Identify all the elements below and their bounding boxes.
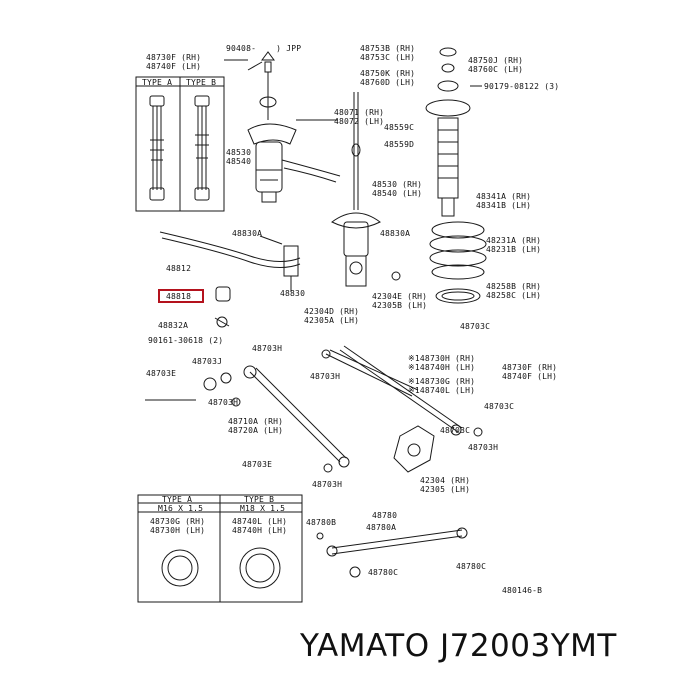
- label-48750j: 48750J (RH): [468, 56, 524, 65]
- right-strut-assembly: [331, 92, 401, 287]
- label-48740h: 48740H (LH): [232, 526, 288, 535]
- label-48258b: 48258B (RH): [486, 282, 542, 291]
- label-48703c-1: 48703C: [460, 322, 491, 331]
- brand-part-number: YAMATO J72003YMT: [300, 628, 617, 664]
- label-48740f-right: 48740F (LH): [502, 372, 558, 381]
- label-148730g: ※148730G (RH): [408, 377, 476, 386]
- label-48703e: 48703E: [146, 369, 177, 378]
- label-48710a: 48710A (RH): [228, 417, 284, 426]
- label-42304: 42304 (RH): [420, 476, 471, 485]
- label-48703h-1: 48703H: [252, 344, 283, 353]
- label-48071: 48071 (RH): [334, 108, 385, 117]
- label-90408: 90408- ) JPP: [226, 44, 302, 53]
- label-48730g: 48730G (RH): [150, 517, 206, 526]
- label-48258c: 48258C (LH): [486, 291, 542, 300]
- label-42305a: 42305A (LH): [304, 316, 360, 325]
- label-48780c-right: 48780C: [456, 562, 487, 571]
- label-48730h: 48730H (LH): [150, 526, 206, 535]
- label-48780b: 48780B: [306, 518, 337, 527]
- label-type-a: TYPE A: [162, 495, 193, 504]
- label-148740l: ※148740L (LH): [408, 386, 476, 395]
- label-48540-lh: 48540 (LH): [372, 189, 423, 198]
- label-type-b-top: TYPE B: [186, 78, 217, 87]
- type-ab-box-bottom: [137, 494, 303, 603]
- label-48530: 48530: [226, 148, 252, 157]
- label-48231a: 48231A (RH): [486, 236, 542, 245]
- type-ab-box-top: [135, 59, 248, 212]
- label-48720a: 48720A (LH): [228, 426, 284, 435]
- label-type-a-top: TYPE A: [142, 78, 173, 87]
- label-48780: 48780: [372, 511, 398, 520]
- spring-assembly: [425, 47, 487, 304]
- label-48830a-right: 48830A: [380, 229, 411, 238]
- label-48703e-2: 48703E: [242, 460, 273, 469]
- label-m16: M16 X 1.5: [158, 504, 204, 513]
- label-m18: M18 X 1.5: [240, 504, 286, 513]
- label-48740f: 48740F (LH): [146, 62, 202, 71]
- label-48703h-5: 48703H: [312, 480, 343, 489]
- label-48703h-4: 48703H: [468, 443, 499, 452]
- label-148740h: ※148740H (LH): [408, 363, 476, 372]
- label-42304d: 42304D (RH): [304, 307, 360, 316]
- label-42305b: 42305B (LH): [372, 301, 428, 310]
- label-48231b: 48231B (LH): [486, 245, 542, 254]
- label-480146-b: 480146-B: [502, 586, 543, 595]
- label-48750k: 48750K (RH): [360, 69, 416, 78]
- label-48753c: 48753C (LH): [360, 53, 416, 62]
- label-48540: 48540: [226, 157, 252, 166]
- label-48818: 48818: [166, 292, 192, 301]
- highlight-box-48818: [158, 289, 204, 303]
- label-48760d: 48760D (LH): [360, 78, 416, 87]
- label-48072: 48072 (LH): [334, 117, 385, 126]
- label-42305: 42305 (LH): [420, 485, 471, 494]
- label-48559d: 48559D: [384, 140, 415, 149]
- stabilizer-bar: [159, 231, 301, 328]
- label-48780c-left: 48780C: [368, 568, 399, 577]
- label-48760c-top: 48760C (LH): [468, 65, 524, 74]
- label-48703h-2: 48703H: [310, 372, 341, 381]
- label-90161: 90161-30618 (2): [148, 336, 224, 345]
- label-48703h-3: 48703H: [208, 398, 239, 407]
- label-48830: 48830: [280, 289, 306, 298]
- lower-arms: [145, 345, 483, 578]
- label-48730f-right: 48730F (RH): [502, 363, 558, 372]
- label-48730f: 48730F (RH): [146, 53, 202, 62]
- label-48703c-2: 48703C: [484, 402, 515, 411]
- label-48530-rh: 48530 (RH): [372, 180, 423, 189]
- label-48341b: 48341B (LH): [476, 201, 532, 210]
- left-strut-assembly: [247, 51, 341, 203]
- label-48703c-3: 48703C: [440, 426, 471, 435]
- label-48341a: 48341A (RH): [476, 192, 532, 201]
- label-48830a-left: 48830A: [232, 229, 263, 238]
- label-48812: 48812: [166, 264, 192, 273]
- label-48559c: 48559C: [384, 123, 415, 132]
- label-48832a: 48832A: [158, 321, 189, 330]
- label-48703j: 48703J: [192, 357, 223, 366]
- label-90179: 90179-08122 (3): [484, 82, 560, 91]
- label-148730h: ※148730H (RH): [408, 354, 476, 363]
- label-48753b: 48753B (RH): [360, 44, 416, 53]
- label-type-b: TYPE B: [244, 495, 275, 504]
- label-48740l: 48740L (LH): [232, 517, 288, 526]
- label-42304e: 42304E (RH): [372, 292, 428, 301]
- label-48780a: 48780A: [366, 523, 397, 532]
